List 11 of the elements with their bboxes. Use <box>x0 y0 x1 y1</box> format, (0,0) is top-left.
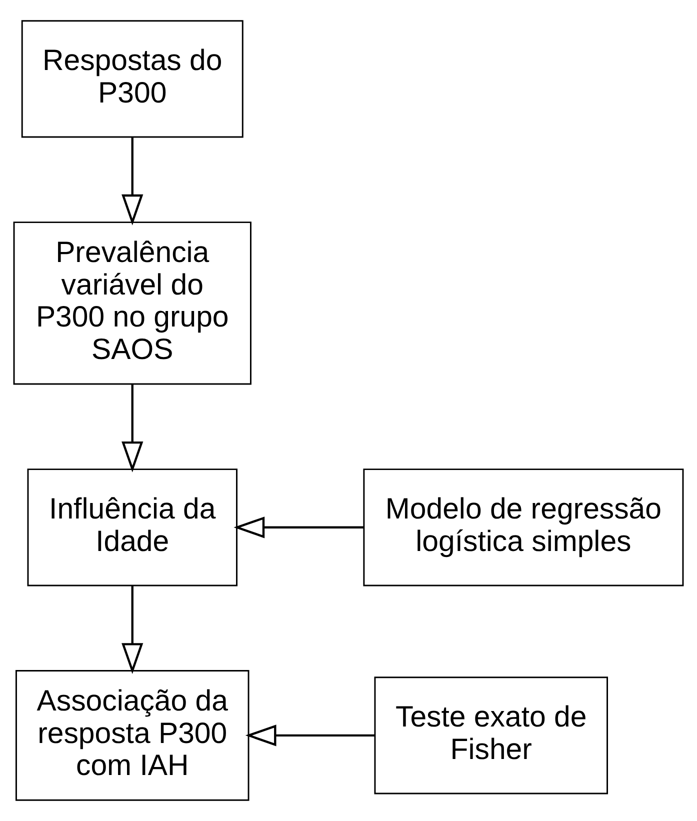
arrow <box>122 586 144 674</box>
node-box: Associação da resposta P300 com IAH <box>15 670 250 801</box>
node-box: Prevalência variável do P300 no grupo SAOS <box>13 222 252 385</box>
arrow <box>122 137 144 226</box>
arrow <box>234 516 364 538</box>
node-box: Teste exato de Fisher <box>374 676 608 794</box>
node-box: Influência da Idade <box>27 468 238 586</box>
node-box: Respostas do P300 <box>21 20 244 138</box>
node-box: Modelo de regressão logística simples <box>363 468 684 586</box>
arrow <box>245 724 375 746</box>
arrow <box>122 384 144 472</box>
